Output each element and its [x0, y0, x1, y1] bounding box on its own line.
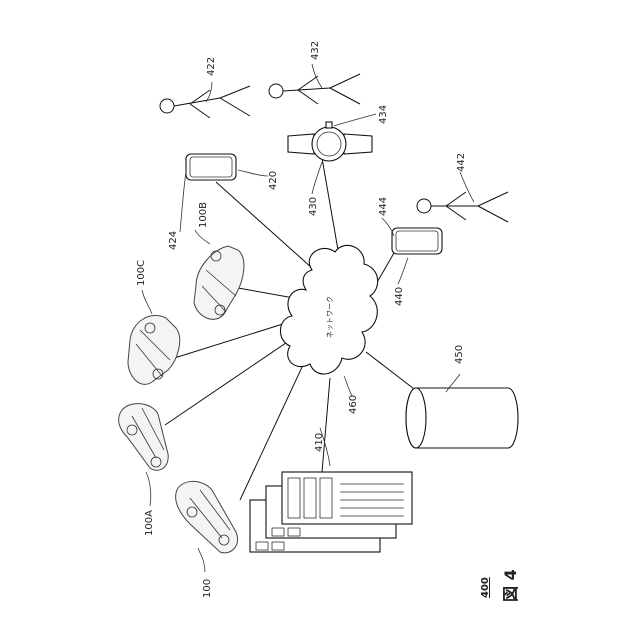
label-100A: 100A — [144, 510, 155, 536]
label-100C: 100C — [136, 260, 147, 286]
label-440: 440 — [394, 287, 405, 306]
user-422-figure — [160, 86, 250, 118]
vehicle-100C — [128, 315, 180, 384]
label-460: 460 — [348, 395, 359, 414]
user-442-figure — [417, 192, 508, 222]
network-cloud: ネットワーク — [280, 245, 377, 374]
link-vehicle-100A — [165, 330, 305, 425]
server-stack — [250, 472, 412, 552]
figure-title: 図 4 — [501, 569, 520, 602]
label-420: 420 — [268, 171, 279, 190]
link-watch-430 — [322, 158, 338, 250]
label-410: 410 — [314, 433, 325, 452]
label-444: 444 — [378, 197, 389, 216]
link-database-450 — [366, 352, 418, 392]
figure-number: 400 — [480, 577, 491, 598]
label-432: 432 — [310, 41, 321, 60]
figure-caption: 400 図 4 — [480, 569, 520, 602]
database-cylinder — [406, 388, 518, 448]
network-label: ネットワーク — [326, 296, 334, 338]
label-422: 422 — [206, 57, 217, 76]
smartwatch-430 — [288, 122, 372, 161]
label-430: 430 — [308, 197, 319, 216]
label-100: 100 — [202, 579, 213, 598]
smartphone-440 — [392, 228, 442, 254]
user-432-figure — [269, 74, 360, 104]
vehicle-100B — [194, 246, 244, 319]
label-100B: 100B — [198, 202, 209, 228]
label-434: 434 — [378, 105, 389, 124]
label-442: 442 — [456, 153, 467, 172]
label-424: 424 — [168, 231, 179, 250]
vehicle-100A — [119, 404, 169, 471]
smartphone-420 — [186, 154, 236, 180]
vehicle-100 — [176, 481, 238, 552]
label-450: 450 — [454, 345, 465, 364]
